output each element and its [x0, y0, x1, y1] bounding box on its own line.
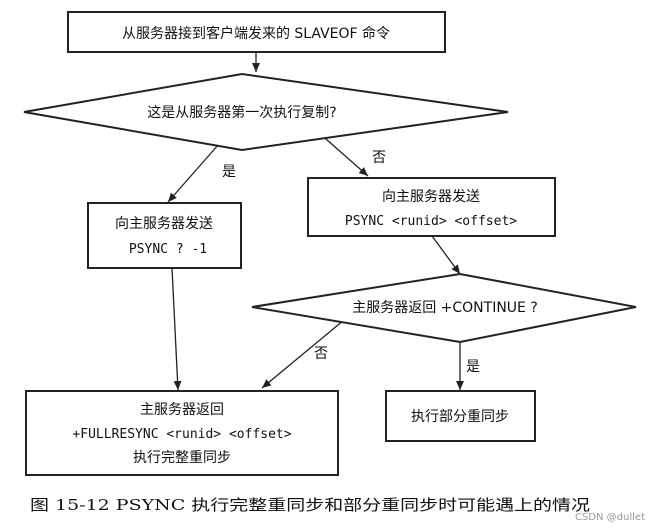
continue-label: 主服务器返回 +CONTINUE ?: [352, 300, 538, 316]
partial-resync-label: 执行部分重同步: [411, 409, 509, 425]
watermark: CSDN @dullet: [575, 512, 645, 523]
full-resync-box: 主服务器返回 +FULLRESYNC <runid> <offset> 执行完整…: [25, 390, 339, 476]
send-psync-partial-line2: PSYNC <runid> <offset>: [345, 214, 517, 229]
full-resync-line2: +FULLRESYNC <runid> <offset>: [72, 427, 291, 442]
edge-continue-no: [261, 319, 345, 389]
full-resync-line3: 执行完整重同步: [133, 450, 231, 466]
edge-decision-yes: [167, 135, 227, 203]
start-box: 从服务器接到客户端发来的 SLAVEOF 命令: [67, 11, 446, 53]
edge-partial-send-to-decision: [431, 235, 461, 275]
first-time-label: 这是从服务器第一次执行复制?: [147, 104, 336, 121]
edge-label-first-no: 否: [372, 150, 386, 166]
first-time-decision: 这是从服务器第一次执行复制?: [23, 72, 509, 152]
edge-label-first-yes: 是: [222, 164, 236, 180]
send-psync-partial-box: 向主服务器发送 PSYNC <runid> <offset>: [307, 177, 556, 237]
full-resync-line1: 主服务器返回: [140, 402, 224, 418]
continue-decision: 主服务器返回 +CONTINUE ?: [251, 272, 637, 344]
edge-label-continue-no: 否: [314, 346, 328, 362]
edge-full-send-to-result: [171, 267, 182, 391]
send-psync-partial-line1: 向主服务器发送: [382, 189, 480, 205]
start-label: 从服务器接到客户端发来的 SLAVEOF 命令: [122, 25, 390, 42]
send-psync-full-line1: 向主服务器发送: [115, 216, 213, 232]
send-psync-full-box: 向主服务器发送 PSYNC ? -1: [87, 202, 242, 269]
figure-caption: 图 15-12 PSYNC 执行完整重同步和部分重同步时可能遇上的情况: [30, 496, 590, 514]
edge-decision-no: [317, 131, 369, 177]
partial-resync-box: 执行部分重同步: [385, 390, 536, 442]
send-psync-full-line2: PSYNC ? -1: [129, 242, 207, 257]
edge-label-continue-yes: 是: [466, 359, 480, 375]
